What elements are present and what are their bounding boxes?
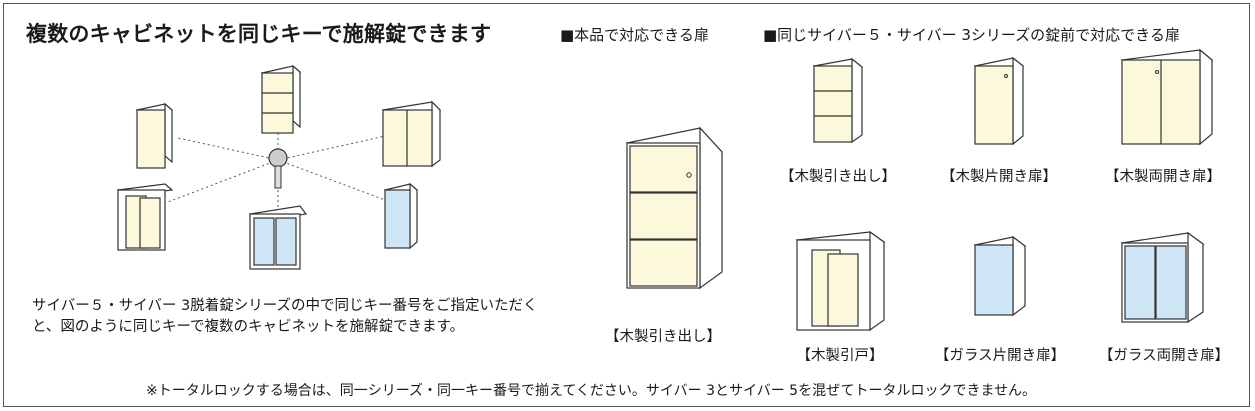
heading-lock-series: ■同じサイバー５・サイバー 3シリーズの錠前で対応できる扉	[763, 26, 1180, 44]
door-type-wood-double-illustration	[1120, 48, 1214, 146]
door-type-glass-double-illustration	[1120, 231, 1205, 324]
door-type-label: 【木製引戸】	[796, 348, 884, 364]
door-type-label: 【木製引き出し】	[780, 169, 896, 185]
description-text: サイバー５・サイバー 3脱着錠シリーズの中で同じキー番号をご指定いただくと、図の…	[32, 298, 538, 335]
door-type-wood-sliding-illustration	[795, 230, 886, 332]
cluster-cabinet-double-door	[381, 100, 442, 168]
diagram-title: 複数のキャビネットを同じキーで施解錠できます	[26, 22, 492, 46]
main-cabinet-drawers	[625, 126, 724, 290]
cluster-cabinet-glass-single	[383, 182, 419, 250]
door-type-glass-single-illustration	[973, 235, 1027, 317]
door-type-label: 【木製両開き扉】	[1105, 169, 1221, 185]
door-type-label: 【木製片開き扉】	[941, 169, 1057, 185]
footnote: ※トータルロックする場合は、同一シリーズ・同一キー番号で揃えてください。サイバー…	[146, 383, 1037, 399]
cluster-cabinet-single-door	[135, 102, 174, 169]
door-type-label: 【ガラス片開き扉】	[934, 348, 1066, 364]
key-icon	[268, 148, 288, 189]
door-type-wood-drawers-illustration	[812, 57, 864, 144]
heading-this-product: ■本品で対応できる扉	[560, 26, 709, 44]
cluster-cabinet-glass-double	[248, 205, 308, 270]
main-cabinet-label: 【木製引き出し】	[605, 329, 721, 345]
cluster-cabinet-sliding-door	[116, 183, 174, 251]
door-type-label: 【ガラス両開き扉】	[1098, 348, 1230, 364]
cluster-cabinet-drawers	[260, 64, 302, 134]
door-type-wood-single-illustration	[973, 56, 1025, 146]
key-connection-lines	[159, 130, 386, 210]
